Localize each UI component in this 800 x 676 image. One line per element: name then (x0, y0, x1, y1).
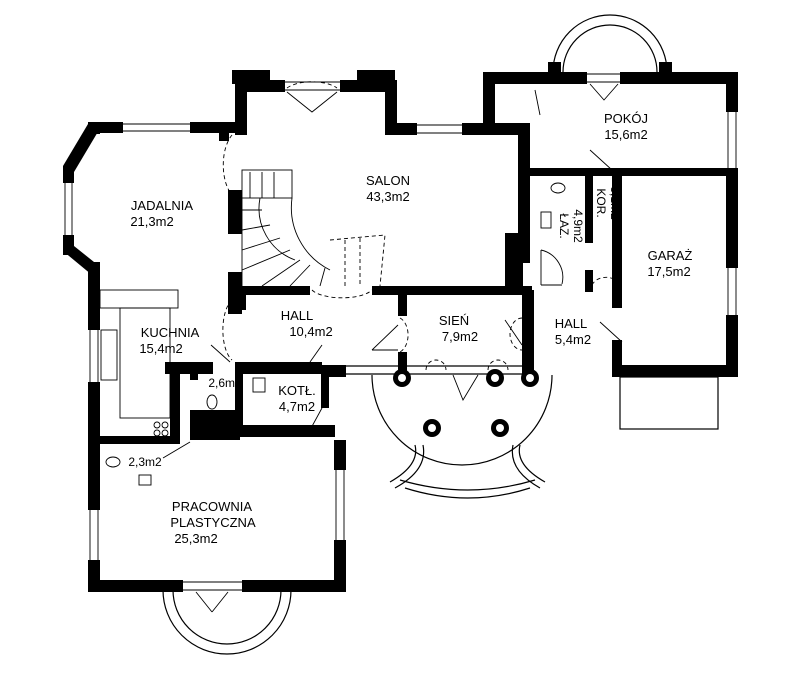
room-area: 5,4m2 (555, 332, 591, 347)
room-label-korytarz: KOR. 3,1m2 (594, 186, 622, 220)
room-area: 43,3m2 (366, 189, 409, 204)
room-name: SIEŃ (439, 313, 469, 328)
room-area: 2,6m2 (208, 376, 242, 390)
room-area: 2,3m2 (128, 455, 162, 469)
room-label-garaz: GARAŻ 17,5m2 (647, 248, 692, 279)
room-area: 15,4m2 (139, 341, 182, 356)
staircase (241, 169, 386, 287)
room-area: 25,3m2 (174, 531, 217, 546)
room-name: HALL (555, 316, 588, 331)
room-label-salon: SALON 43,3m2 (366, 173, 410, 204)
room-label-wc2: 2,3m2 (128, 455, 162, 469)
garage-apron (619, 376, 719, 430)
exterior-walls (63, 70, 738, 592)
room-label-kuchnia: KUCHNIA 15,4m2 (139, 325, 199, 356)
room-area: 3,1m2 (608, 186, 622, 220)
room-name: POKÓJ (604, 111, 648, 126)
room-name: KOTŁ. (278, 383, 316, 398)
room-label-hall-main: HALL 10,4m2 (281, 308, 333, 339)
room-name: PLASTYCZNA (170, 515, 256, 530)
room-area: 15,6m2 (604, 127, 647, 142)
bay-window-bottom (162, 589, 292, 655)
room-area: 4,7m2 (279, 399, 315, 414)
room-area: 21,3m2 (130, 214, 173, 229)
entrance-porch (346, 359, 553, 499)
room-label-lazienka: ŁAZ. 4,9m2 (557, 209, 585, 243)
room-name: ŁAZ. (557, 213, 571, 238)
room-label-kotlownia: KOTŁ. 4,7m2 (278, 383, 316, 414)
room-name: HALL (281, 308, 314, 323)
doors (162, 81, 623, 613)
room-label-hall-small: HALL 5,4m2 (555, 316, 591, 347)
interior-walls (88, 133, 738, 444)
room-name: KOR. (594, 188, 608, 217)
room-name: SALON (366, 173, 410, 188)
room-area: 10,4m2 (289, 324, 332, 339)
room-label-sien: SIEŃ 7,9m2 (439, 313, 478, 344)
room-name: GARAŻ (648, 248, 693, 263)
room-label-wc1: 2,6m2 (208, 376, 242, 390)
room-area: 7,9m2 (442, 329, 478, 344)
room-label-pokoj: POKÓJ 15,6m2 (604, 111, 648, 142)
room-area: 17,5m2 (647, 264, 690, 279)
fixtures (100, 89, 566, 486)
room-area: 4,9m2 (571, 209, 585, 243)
room-label-pracownia: PRACOWNIA PLASTYCZNA 25,3m2 (170, 499, 256, 546)
room-name: JADALNIA (131, 198, 193, 213)
room-name: PRACOWNIA (172, 499, 253, 514)
windows (64, 73, 737, 591)
room-label-jadalnia: JADALNIA 21,3m2 (130, 198, 193, 229)
bay-window-top (548, 14, 672, 76)
room-name: KUCHNIA (141, 325, 200, 340)
